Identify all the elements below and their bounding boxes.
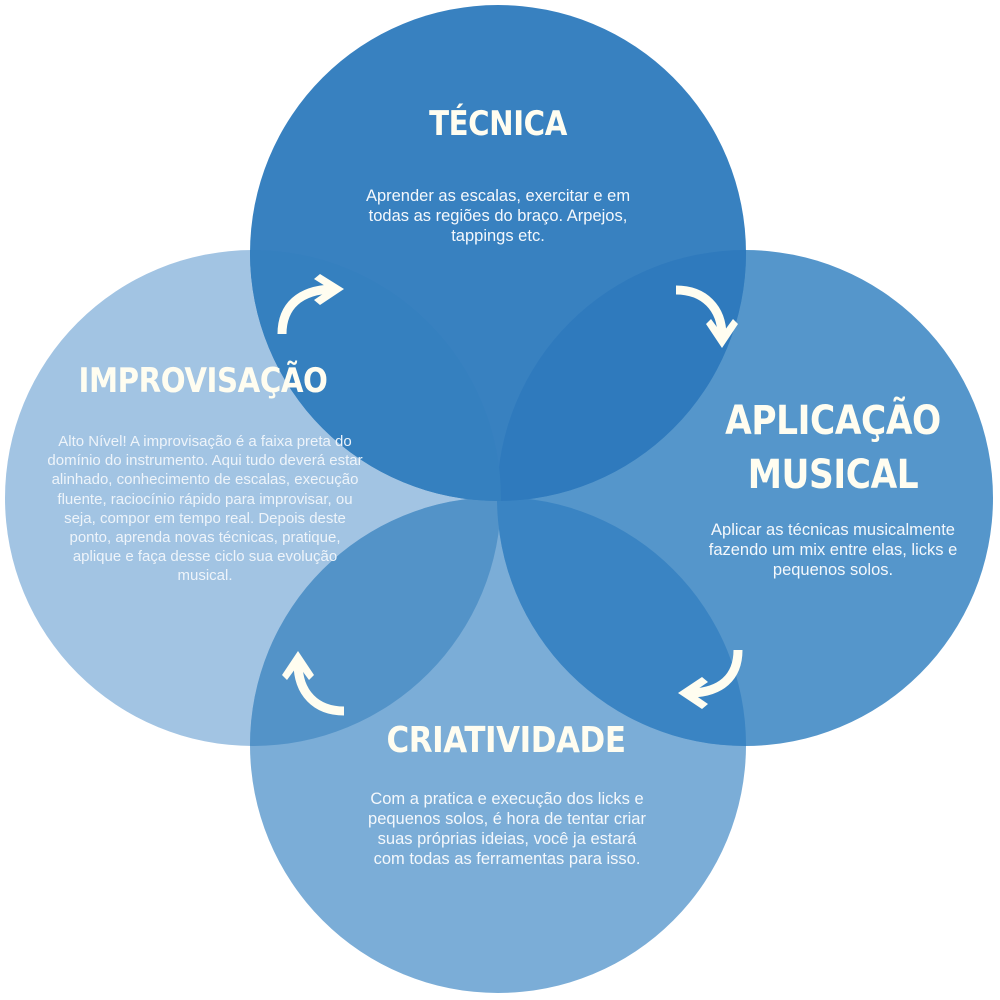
tecnica-description: Aprender as escalas, exercitar e em toda… — [365, 187, 631, 245]
criatividade-title: CRIATIVIDADE — [386, 720, 626, 761]
curved-arrow-right-icon — [277, 274, 344, 335]
curved-arrow-down-icon — [675, 285, 738, 348]
aplicacao-title-line2: MUSICAL — [747, 452, 919, 498]
curved-arrow-up-icon — [282, 651, 345, 716]
criatividade-description: Com a pratica e execução dos licks e peq… — [368, 790, 646, 868]
aplicacao-description: Aplicar as técnicas musicalmente fazendo… — [708, 521, 958, 579]
improvisacao-description: Alto Nível! A improvisação é a faixa pre… — [47, 433, 363, 585]
tecnica-title: TÉCNICA — [429, 104, 567, 144]
aplicacao-title-line1: APLICAÇÃO — [725, 398, 941, 444]
curved-arrow-left-icon — [678, 649, 743, 709]
improvisacao-title: IMPROVISAÇÃO — [78, 361, 328, 401]
